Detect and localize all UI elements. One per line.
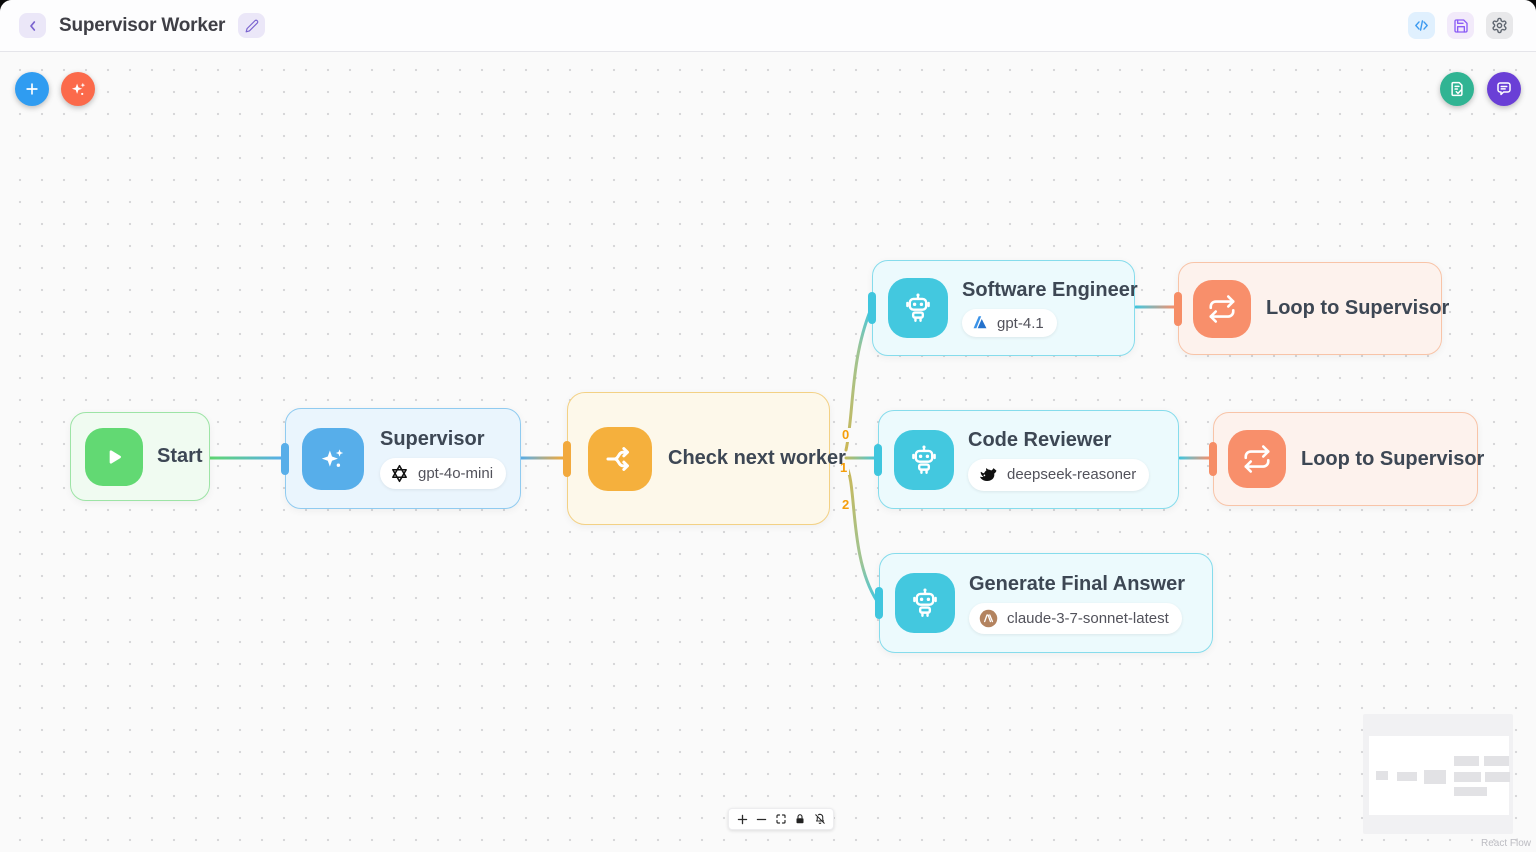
canvas-controls (728, 808, 834, 830)
chat-bubble-icon (1497, 82, 1511, 96)
node-title: Check next worker (668, 447, 846, 469)
repeat-icon (1209, 294, 1235, 323)
deepseek-logo-icon (980, 467, 997, 481)
node-title: Generate Final Answer (969, 572, 1185, 595)
node-supervisor[interactable]: Supervisor gpt-4o-mini (281, 408, 521, 509)
repeat-icon (1244, 445, 1270, 473)
chevron-left-icon (29, 20, 35, 31)
node-title: Code Reviewer (968, 428, 1112, 451)
interactivity-toggle-button[interactable] (810, 810, 829, 829)
minimap-node-start (1376, 771, 1388, 780)
anthropic-logo-icon (979, 609, 998, 627)
minimap-node-software-engineer (1454, 756, 1479, 766)
edge-label-2: 2 (840, 497, 852, 512)
edge-label-1: 1 (838, 460, 850, 475)
model-badge[interactable]: deepseek-reasoner (968, 458, 1150, 491)
node-title: Software Engineer (962, 279, 1138, 301)
target-handle[interactable] (874, 443, 882, 476)
model-name: claude-3-7-sonnet-latest (1007, 609, 1169, 627)
model-name: gpt-4.1 (997, 314, 1044, 332)
minimap-node-code-reviewer (1454, 772, 1481, 782)
target-handle[interactable] (1209, 442, 1217, 476)
header-bar: Supervisor Worker (0, 0, 1536, 52)
zoom-out-button[interactable] (752, 810, 771, 829)
node-start[interactable]: Start (70, 412, 210, 501)
target-handle[interactable] (563, 440, 571, 477)
node-software-engineer[interactable]: Software Engineer gpt-4.1 (868, 260, 1138, 356)
minimap-node-generate-final-answer (1454, 787, 1487, 796)
target-handle[interactable] (281, 442, 289, 475)
view-code-button[interactable] (1408, 12, 1435, 39)
bell-off-icon (814, 813, 825, 824)
header-actions (1408, 12, 1513, 39)
sparkles-icon (71, 82, 85, 95)
flow-canvas[interactable]: 0 1 2 Start Supervisor (0, 52, 1536, 852)
model-badge[interactable]: claude-3-7-sonnet-latest (969, 602, 1182, 634)
pencil-icon (245, 19, 259, 32)
run-report-button[interactable] (1440, 72, 1474, 106)
minimap-node-supervisor (1397, 772, 1417, 781)
edge-check-generate-final-answer[interactable] (844, 464, 879, 603)
maximize-icon (776, 814, 786, 824)
lock-button[interactable] (791, 810, 810, 829)
robot-icon (912, 445, 936, 474)
react-flow-attribution: React Flow (1480, 838, 1531, 849)
model-name: gpt-4o-mini (418, 465, 494, 482)
target-handle[interactable] (1174, 291, 1182, 326)
branch-split-icon (606, 446, 629, 471)
minus-icon (757, 818, 767, 820)
plus-icon (737, 814, 748, 824)
model-badge[interactable]: gpt-4o-mini (380, 458, 507, 489)
page-title: Supervisor Worker (59, 14, 226, 36)
node-loop-to-supervisor-bottom[interactable]: Loop to Supervisor (1209, 412, 1484, 506)
fit-view-button[interactable] (772, 810, 791, 829)
robot-icon (906, 293, 930, 322)
play-icon (109, 449, 121, 464)
gear-icon (1492, 17, 1507, 34)
robot-icon (913, 588, 937, 617)
model-name: deepseek-reasoner (1007, 466, 1137, 483)
node-title: Supervisor (380, 428, 485, 450)
target-handle[interactable] (868, 292, 876, 324)
node-title: Loop to Supervisor (1266, 297, 1450, 319)
target-handle[interactable] (875, 587, 883, 619)
zoom-in-button[interactable] (733, 810, 752, 829)
node-title: Loop to Supervisor (1301, 447, 1485, 470)
openai-logo-icon (392, 464, 407, 483)
lock-icon (796, 814, 804, 824)
ai-assist-button[interactable] (61, 72, 95, 106)
floppy-disk-icon (1453, 18, 1468, 33)
node-loop-to-supervisor-top[interactable]: Loop to Supervisor (1174, 262, 1449, 355)
chat-button[interactable] (1487, 72, 1521, 106)
settings-button[interactable] (1486, 12, 1513, 39)
model-badge[interactable]: gpt-4.1 (962, 309, 1057, 337)
add-node-button[interactable] (15, 72, 49, 106)
document-check-icon (1451, 81, 1463, 97)
minimap-node-loop-bottom (1485, 772, 1510, 782)
minimap-node-loop-top (1484, 756, 1509, 766)
header-left: Supervisor Worker (19, 13, 266, 38)
node-generate-final-answer[interactable]: Generate Final Answer claude-3-7-sonnet-… (875, 553, 1213, 653)
node-code-reviewer[interactable]: Code Reviewer deepseek-reasoner (874, 410, 1179, 509)
minimap[interactable] (1363, 714, 1513, 834)
back-button[interactable] (19, 13, 46, 38)
sparkles-icon (321, 448, 344, 467)
code-icon (1415, 20, 1428, 31)
edit-title-button[interactable] (238, 13, 266, 38)
node-check-next-worker[interactable]: Check next worker (563, 392, 846, 525)
plus-icon (26, 83, 38, 95)
save-button[interactable] (1447, 12, 1474, 39)
edge-label-0: 0 (840, 427, 852, 442)
node-title: Start (157, 445, 203, 467)
azure-logo-icon (973, 316, 987, 329)
minimap-node-check (1424, 770, 1446, 784)
